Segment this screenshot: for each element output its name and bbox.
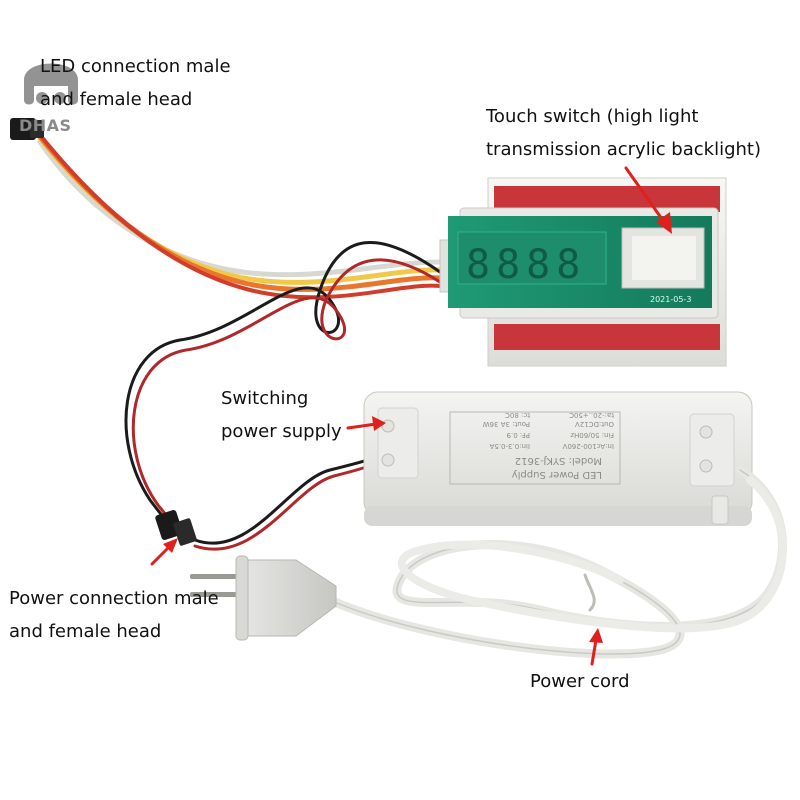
led-wires: [34, 128, 443, 300]
svg-text:LED Power Supply: LED Power Supply: [512, 469, 602, 480]
svg-text:Model: SYKJ-3612: Model: SYKJ-3612: [515, 455, 602, 466]
svg-text:Fin: 50/60Hz: Fin: 50/60Hz: [570, 431, 614, 439]
svg-text:8888: 8888: [466, 242, 586, 288]
power-plug: [190, 555, 337, 641]
label-line: Touch switch (high light: [486, 106, 699, 127]
label-line: Switching: [221, 388, 309, 409]
power-supply-box: LED Power Supply Model: SYKJ-3612 In:Ac1…: [363, 391, 753, 526]
label-line: and female head: [40, 89, 193, 110]
svg-text:tc: 80C: tc: 80C: [505, 411, 530, 419]
watermark-logo-text: DHAS: [19, 116, 72, 135]
label-line: transmission acrylic backlight): [486, 139, 762, 160]
label-led-connection: LED connection male and female head: [40, 50, 231, 116]
watermark-logo: [24, 63, 78, 105]
label-line: and female head: [9, 621, 162, 642]
label-line: power supply: [221, 421, 342, 442]
label-line: Power connection male: [9, 588, 219, 609]
svg-text:PF: 0.9: PF: 0.9: [507, 431, 530, 439]
svg-text:In:Ac100-260V: In:Ac100-260V: [562, 442, 614, 450]
power-cord: [325, 465, 787, 659]
led-connector: [10, 118, 44, 140]
svg-text:Iin:0.3-0.5A: Iin:0.3-0.5A: [489, 442, 530, 450]
pointer-arrows: [150, 166, 672, 666]
svg-text:Pout: 3A 36W: Pout: 3A 36W: [483, 420, 530, 428]
label-power-connection: Power connection male and female head: [9, 582, 219, 648]
label-touch-switch: Touch switch (high light transmission ac…: [486, 100, 761, 166]
svg-text:Out:DC12V: Out:DC12V: [575, 420, 614, 428]
power-connector: [155, 510, 197, 546]
date-stamp: 2021-05-3: [650, 295, 691, 304]
label-line: Power cord: [530, 671, 630, 692]
label-line: LED connection male: [40, 56, 231, 77]
label-power-cord: Power cord: [530, 667, 630, 697]
touch-switch-module: 8888 2021-05-3: [439, 177, 727, 367]
label-switching-power-supply: Switching power supply: [221, 382, 342, 448]
svg-text:ta:-20..+50C: ta:-20..+50C: [569, 411, 614, 419]
